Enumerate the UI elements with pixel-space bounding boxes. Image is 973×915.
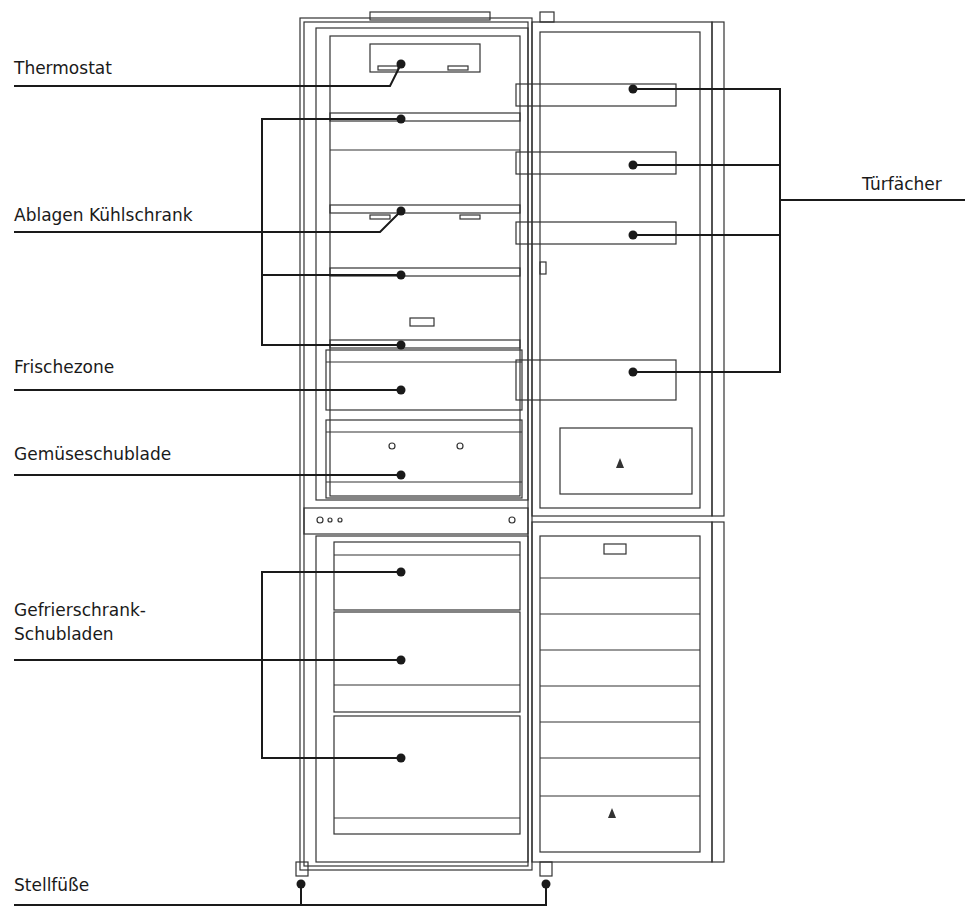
part-label: Ablagen Kühlschrank	[14, 203, 254, 227]
part-label: Gemüseschublade	[14, 442, 254, 466]
open-doors	[516, 22, 724, 862]
leader-dots	[297, 60, 638, 889]
part-label: Gefrierschrank- Schubladen	[14, 598, 164, 646]
part-label: Thermostat	[14, 56, 254, 80]
door-symbols	[608, 458, 624, 818]
part-label: Türfächer	[862, 172, 972, 196]
part-label: Frischezone	[14, 355, 254, 379]
leader-lines	[14, 64, 965, 905]
fridge-body	[296, 12, 554, 876]
part-label: Stellfüße	[14, 873, 254, 897]
